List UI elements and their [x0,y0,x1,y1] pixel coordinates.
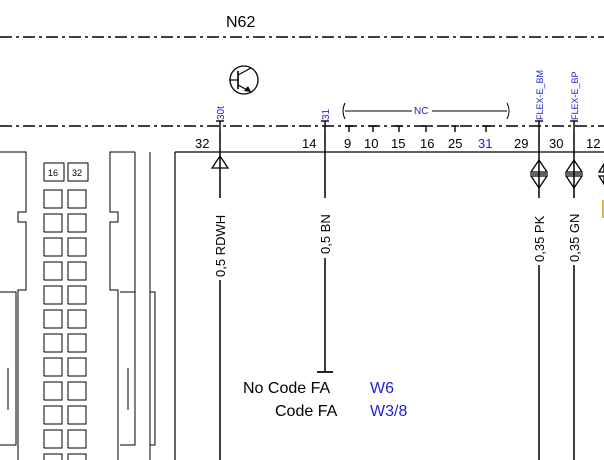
connector-label-16: 16 [48,168,58,178]
pin-number-29: 29 [514,136,528,151]
connector-cavities [43,189,87,460]
pin-number-9: 9 [344,136,351,151]
wire-label-rdwh: 0,5 RDWH [213,215,228,277]
wire-label-pk: 0,35 PK [532,215,547,262]
pin-number-14: 14 [302,136,316,151]
component-box [174,151,604,460]
pin-function-flex-bp: FLEX-E_BP [570,71,580,120]
wire-bn [317,130,333,373]
pin-function-31: 31 [321,108,332,120]
module-title: N62 [226,14,255,31]
pin-number-31: 31 [478,136,492,151]
wire-label-gn: 0,35 GN [567,214,582,262]
pin-number-12: 12 [586,136,600,151]
connector-label-32: 32 [72,168,82,178]
code-ref[interactable]: W3/8 [370,403,407,420]
pin-function-30t: 30t [216,106,227,120]
pin-number-32: 32 [195,136,209,151]
pin-ticks [216,120,578,132]
wire-pk [529,130,549,460]
pin-number-15: 15 [391,136,405,151]
no-code-label: No Code FA [243,380,330,397]
pin-number-16: 16 [420,136,434,151]
wire-gn [564,130,584,460]
transistor-icon [229,65,259,95]
pin-number-10: 10 [364,136,378,151]
pin-number-25: 25 [448,136,462,151]
wire-rdwh [210,130,230,460]
connector-header [43,162,89,182]
nc-bracket [342,102,510,120]
connector-housing [0,151,156,460]
wire-label-bn: 0,5 BN [318,214,333,254]
wire-partial-right [597,162,604,186]
code-label: Code FA [275,403,338,420]
nc-label: NC [414,106,428,117]
pin-number-30: 30 [549,136,563,151]
pin-function-flex-bm: FLEX-E_BM [535,70,545,120]
no-code-ref[interactable]: W6 [370,380,394,397]
